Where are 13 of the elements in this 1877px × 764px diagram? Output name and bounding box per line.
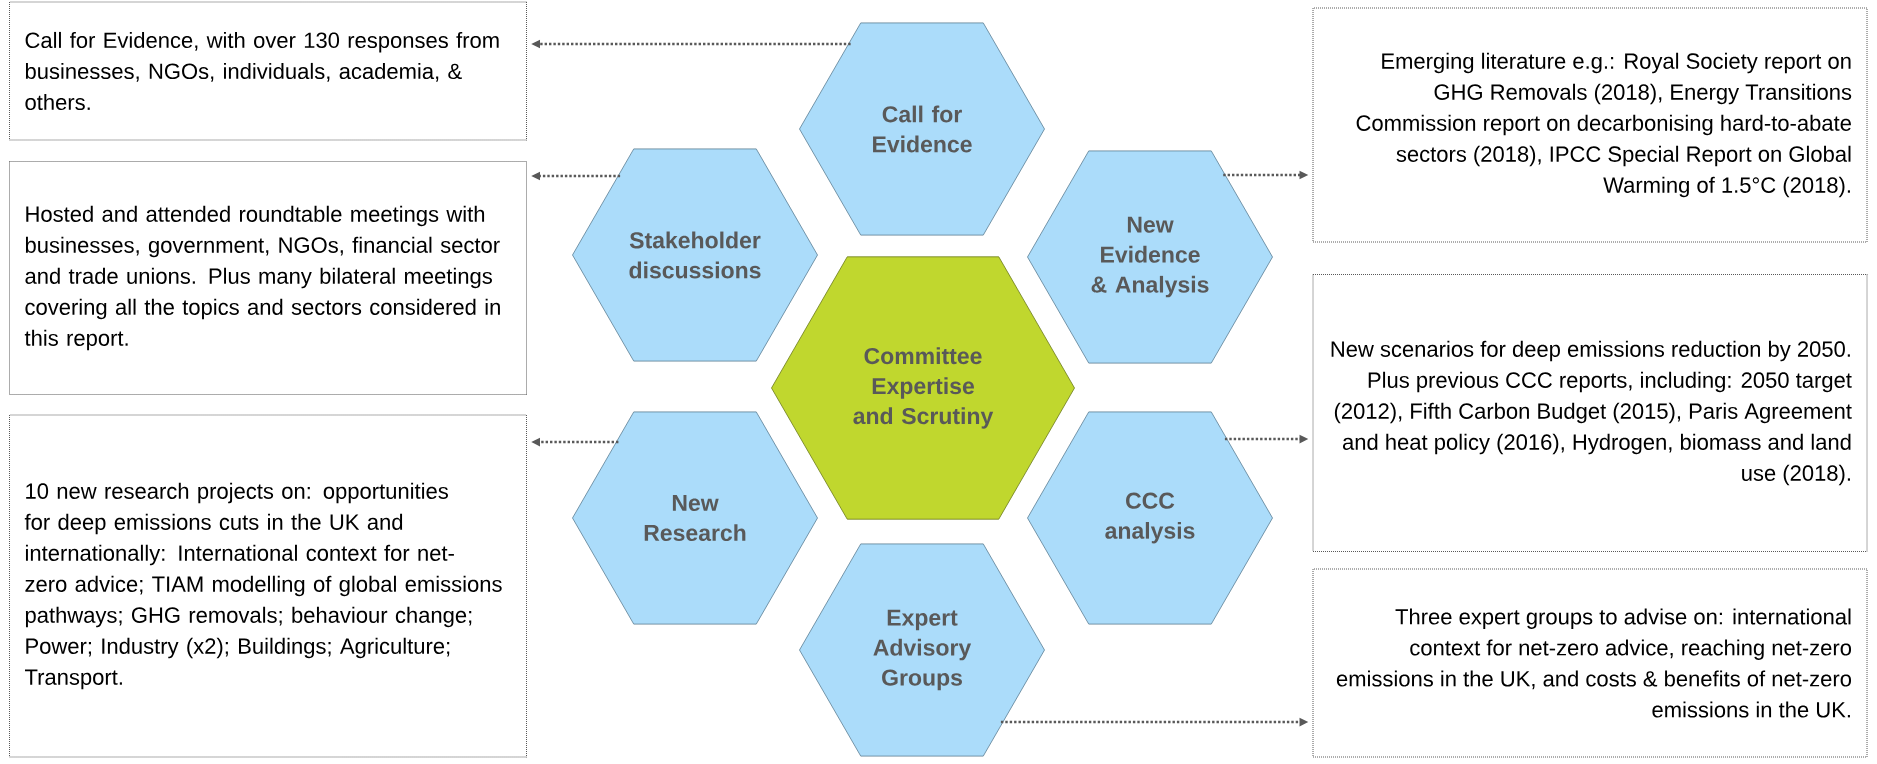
- hexagon: Committee Expertise and Scrutiny: [771, 256, 1075, 520]
- text-box: Emerging literature e.g.: Royal Society report on GHG Removals (2018), Energy Transitions Commission report on decarbonising hard-to-abate sectors (2018), IPCC Special Report on Global Warming of 1.5°C (2018).: [1312, 7, 1868, 243]
- text-box: 10 new research projects on: opportunities for deep emissions cuts in the UK and internationally: International context for net-zero advice; TIAM modelling of global emissions pathways; GHG removals; behaviour change; Power; Industry (x2); Buildings; Agriculture; Transport.: [9, 414, 527, 758]
- hexagon: Call for Evidence: [799, 22, 1045, 236]
- hexagon: Stakeholder discussions: [572, 148, 818, 362]
- text-box: New scenarios for deep emissions reduction by 2050. Plus previous CCC reports, including: 2050 target (2012), Fifth Carbon Budget (2015), Paris Agreement and heat policy (2016), Hydrogen, biomass and land use (2018).: [1312, 274, 1868, 552]
- hexagon: New Evidence & Analysis: [1027, 150, 1273, 364]
- hexagon: CCC analysis: [1027, 411, 1273, 625]
- hexagon: New Research: [572, 411, 818, 625]
- text-box: Call for Evidence, with over 130 responses from businesses, NGOs, individuals, academia, & others.: [9, 1, 527, 141]
- hexagon: Expert Advisory Groups: [799, 543, 1045, 757]
- text-box: Hosted and attended roundtable meetings with businesses, government, NGOs, financial sector and trade unions. Plus many bilateral meetings covering all the topics and sectors considered in this report.: [9, 161, 527, 395]
- text-box: Three expert groups to advise on: international context for net-zero advice, reaching net-zero emissions in the UK, and costs & benefits of net-zero emissions in the UK.: [1312, 568, 1868, 758]
